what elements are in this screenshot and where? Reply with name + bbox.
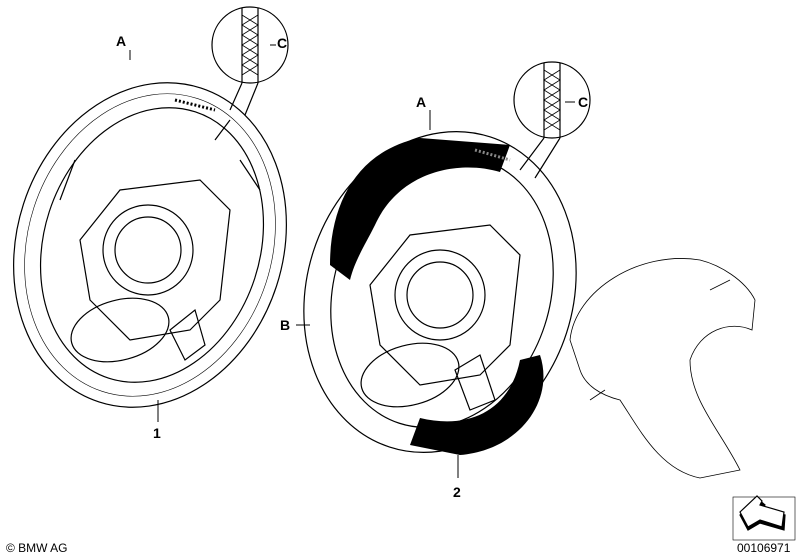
label-a-wheel-2: A [416,94,427,110]
label-a-wheel-1: A [116,33,127,49]
part-number-2: 2 [453,484,461,500]
steering-wheel-2 [303,131,577,455]
detail-callout-c1 [211,6,289,116]
part-number-1: 1 [153,425,161,441]
copyright: © BMW AG [6,541,68,555]
detail-callout-c2 [513,61,591,179]
black-leather-top [330,138,510,280]
label-c-wheel-1: C [277,35,288,51]
diagram-number: 00106971 [737,541,791,555]
trim-cover [569,258,756,479]
black-leather-bottom [410,355,544,455]
label-c-wheel-2: C [578,94,589,110]
label-b: B [280,317,291,333]
steering-wheel-1 [13,82,287,408]
orientation-arrow-icon [732,495,796,541]
